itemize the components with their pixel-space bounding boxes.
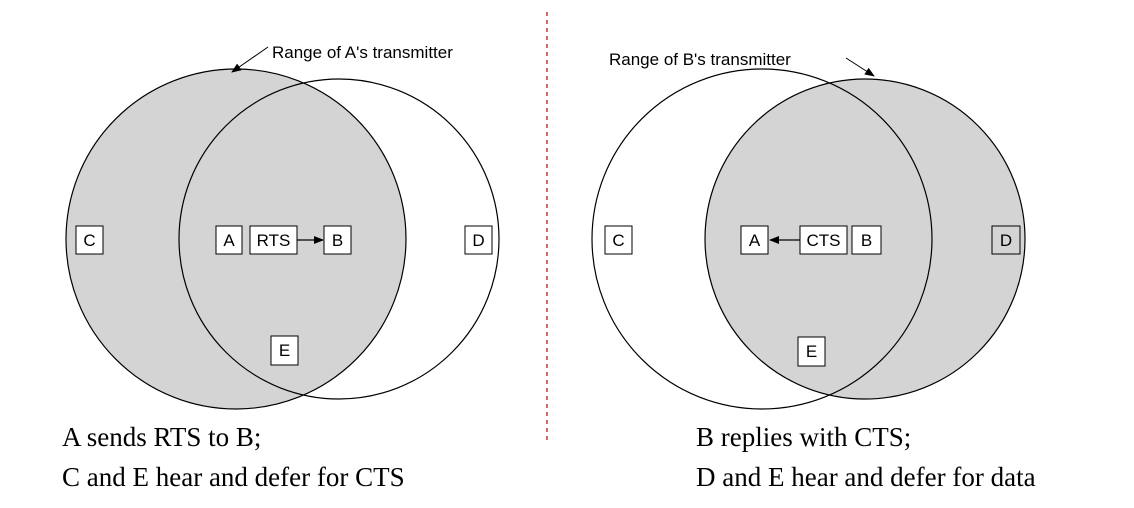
range-a-pointer [231,46,269,73]
node-d: D [464,225,493,255]
rts-message: RTS [249,225,298,255]
range-b-label: Range of B's transmitter [609,50,791,69]
left-caption-line2: C and E hear and defer for CTS [62,462,405,492]
node-d-right: D [991,225,1021,255]
svg-text:D: D [1000,231,1012,250]
left-caption-line1: A sends RTS to B; [62,422,261,452]
right-caption-line1: B replies with CTS; [696,422,911,452]
svg-text:E: E [279,341,290,360]
svg-text:B: B [861,231,872,250]
node-b: B [323,225,352,255]
svg-text:A: A [749,231,761,250]
svg-text:CTS: CTS [807,231,841,250]
right-panel: Range of B's transmitter C A CTS B D E B… [591,50,1036,492]
svg-text:E: E [806,342,817,361]
svg-text:A: A [223,231,235,250]
svg-text:RTS: RTS [257,231,291,250]
svg-text:B: B [332,231,343,250]
range-a-outline-circle [591,68,933,410]
node-b-right: B [851,225,882,255]
node-e: E [270,335,299,366]
node-c: C [75,225,104,255]
cts-message: CTS [799,225,848,255]
node-a-right: A [740,225,769,255]
right-caption-line2: D and E hear and defer for data [696,462,1036,492]
node-e-right: E [797,336,826,367]
left-panel: Range of A's transmitter C A RTS B D E A… [62,43,500,492]
range-a-label: Range of A's transmitter [272,43,453,62]
node-a: A [215,225,243,255]
range-b-circle [178,78,500,400]
range-b-pointer [845,57,875,77]
svg-text:C: C [612,231,624,250]
svg-text:D: D [472,231,484,250]
node-c-right: C [604,225,633,255]
svg-text:C: C [83,231,95,250]
